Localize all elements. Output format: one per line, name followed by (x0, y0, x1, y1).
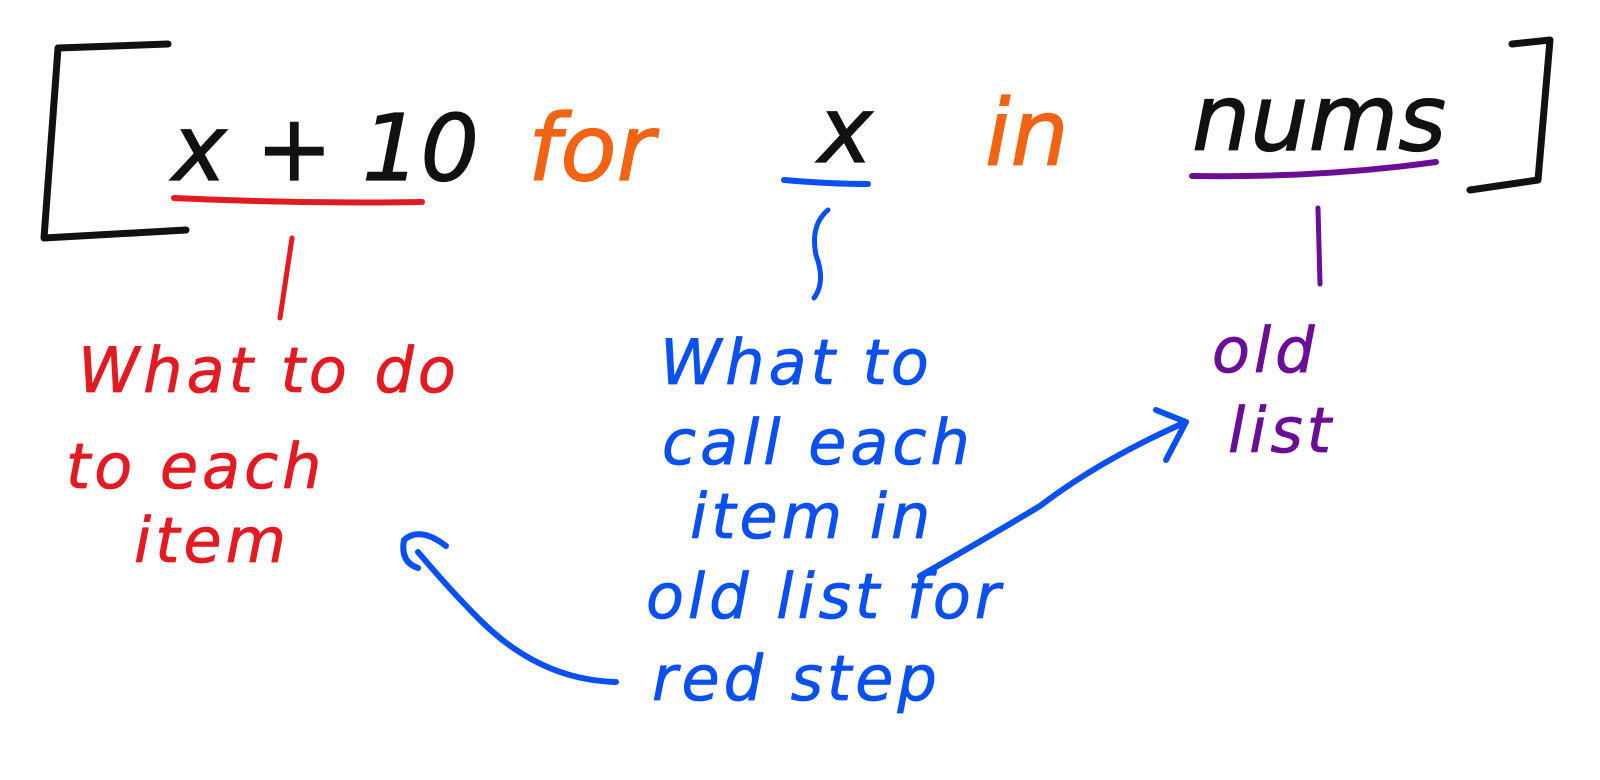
expr-note-line-2: to each (66, 430, 325, 503)
expr-note-line-1: What to do (78, 334, 460, 407)
keyword-for: for (528, 95, 660, 202)
iterable-text: nums (1192, 65, 1446, 172)
variable-note-line-2: call each (662, 406, 974, 479)
iterable-note: old list (1212, 314, 1335, 468)
variable-text: x (815, 77, 874, 184)
arrow-to-iterable-note (917, 419, 1189, 579)
keyword-in: in (985, 80, 1069, 187)
variable-connector (811, 207, 831, 301)
expr-note: What to do to each item (66, 334, 460, 578)
iterable-note-line-1: old (1212, 314, 1319, 387)
variable-note: What to call each item in old list for r… (646, 326, 1004, 716)
arrow-to-expr-note-head (400, 531, 449, 571)
expr-note-line-3: item (134, 504, 290, 577)
variable-note-line-1: What to (660, 326, 933, 399)
arrow-to-expr-note (415, 549, 619, 685)
variable-note-line-3: item in (690, 480, 934, 553)
variable-note-line-4: old list for (646, 560, 1004, 633)
variable-note-line-5: red step (652, 642, 941, 715)
iterable-underline (1189, 159, 1439, 180)
left-bracket (40, 40, 190, 242)
iterable-note-line-2: list (1228, 394, 1335, 467)
expr-text: x + 10 (169, 95, 479, 202)
variable-underline (781, 177, 871, 187)
right-bracket (1466, 36, 1554, 194)
expr-underline (171, 195, 425, 206)
iterable-connector (1315, 205, 1323, 287)
expr-connector (277, 235, 295, 321)
arrow-to-iterable-note-head (1153, 407, 1189, 463)
